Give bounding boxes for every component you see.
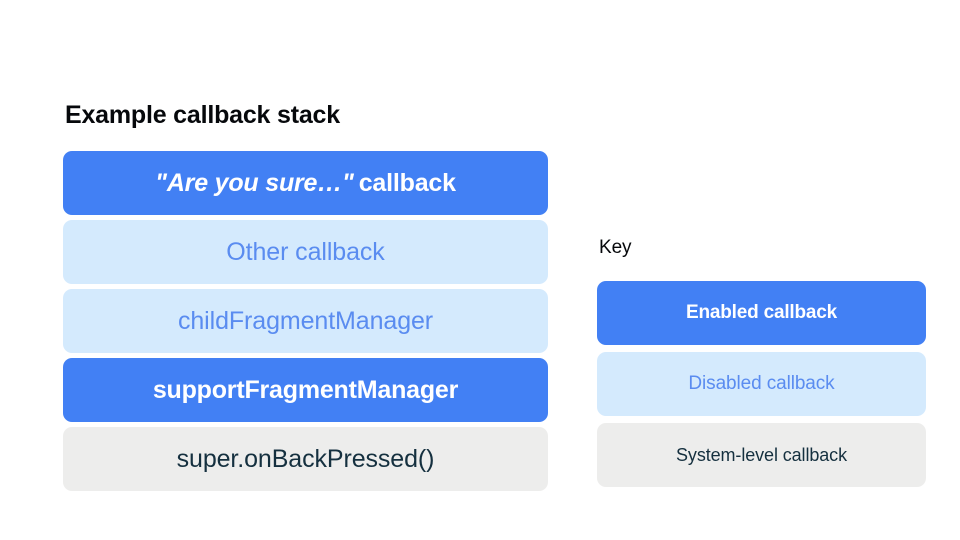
key-legend-section: Key Enabled callback Disabled callback S… — [597, 236, 926, 487]
stack-item-label: childFragmentManager — [177, 306, 434, 335]
stack-item-quoted-label: "Are you sure…" — [155, 168, 354, 197]
key-item-label: Disabled callback — [688, 373, 835, 394]
stack-item-other-callback: Other callback — [63, 220, 548, 284]
stack-item-super-on-back-pressed: super.onBackPressed() — [63, 427, 548, 491]
stack-item-label: Other callback — [226, 237, 385, 266]
key-item-disabled-callback: Disabled callback — [597, 352, 926, 416]
callback-stack-section: Example callback stack "Are you sure…"ca… — [63, 100, 548, 491]
stack-item-child-fragment-manager: childFragmentManager — [63, 289, 548, 353]
stack-item-support-fragment-manager: supportFragmentManager — [63, 358, 548, 422]
key-item-label: System-level callback — [676, 444, 847, 465]
key-item-enabled-callback: Enabled callback — [597, 281, 926, 345]
stack-item-trailing-label: callback — [358, 168, 456, 197]
key-item-system-level-callback: System-level callback — [597, 423, 926, 487]
stack-item-label: super.onBackPressed() — [176, 444, 435, 473]
stack-item-label: supportFragmentManager — [152, 375, 459, 404]
stack-item-are-you-sure-callback: "Are you sure…"callback — [63, 151, 548, 215]
page-title: Example callback stack — [65, 101, 340, 129]
key-title: Key — [599, 237, 632, 258]
key-item-label: Enabled callback — [686, 302, 837, 323]
